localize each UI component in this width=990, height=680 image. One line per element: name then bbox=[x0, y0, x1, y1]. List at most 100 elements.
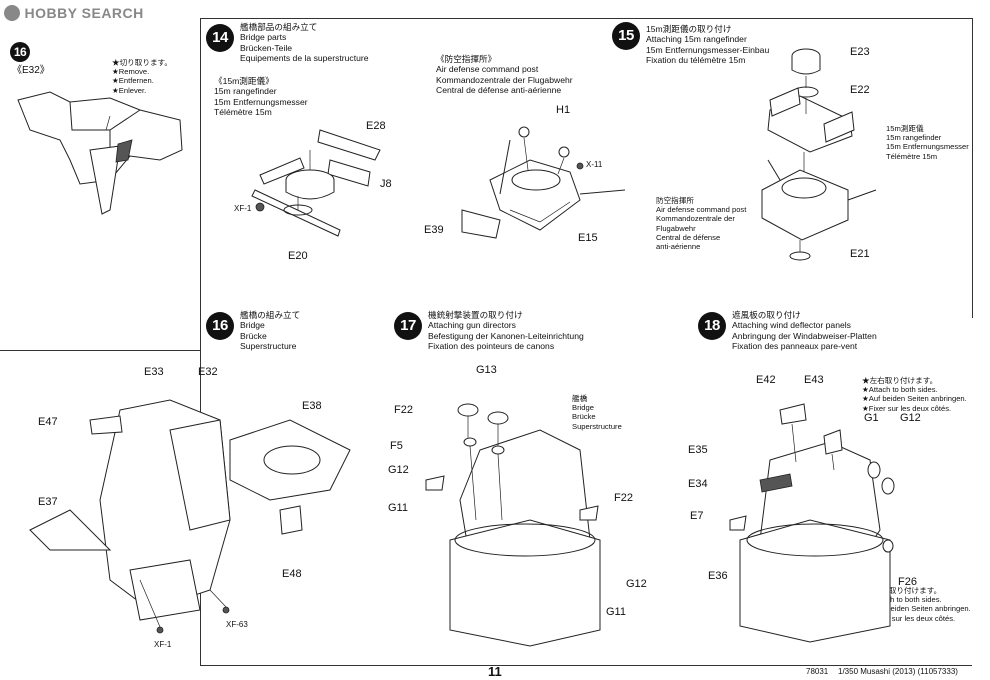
part-e21-label: E21 bbox=[850, 248, 870, 260]
step-16-line: 艦橋の組み立て bbox=[240, 310, 301, 320]
part-x11-label: X-11 bbox=[586, 160, 603, 169]
part-e42-label: E42 bbox=[756, 374, 776, 386]
both-sides-note-line: ★Auf beiden Seiten anbringen. bbox=[866, 604, 971, 614]
bridge-note: 艦橋 Bridge Brücke Superstructure bbox=[572, 394, 622, 431]
adcp-note-line: 防空指揮所 bbox=[656, 196, 694, 205]
step-15-line: Fixation du télémètre 15m bbox=[646, 55, 746, 66]
rangefinder-note-line: 15m測距儀 bbox=[886, 124, 924, 133]
bridge-note-line: Bridge bbox=[572, 403, 594, 413]
part-h1-label: H1 bbox=[556, 104, 571, 116]
both-sides-note-line: ★左右取り付けます。 bbox=[866, 586, 942, 595]
part-xf1-label-16: XF-1 bbox=[154, 640, 172, 649]
adcp-note-line: anti-aérienne bbox=[656, 242, 701, 252]
part-e28-label: E28 bbox=[366, 120, 386, 132]
part-e35-label: E35 bbox=[688, 444, 708, 456]
step-14-line: Bridge parts bbox=[240, 32, 287, 43]
step-15-drawing bbox=[761, 48, 877, 261]
step-17-drawing bbox=[425, 403, 601, 647]
both-sides-note-line: ★Fixer sur les deux côtés. bbox=[866, 613, 956, 623]
rangefinder-note-line: 15m rangefinder bbox=[886, 133, 942, 143]
rangefinder-note: 15m測距儀 15m rangefinder 15m Entfernungsme… bbox=[886, 124, 969, 161]
step-14-line: 艦橋部品の組み立て bbox=[240, 22, 318, 32]
step-15-title: 15m測距儀の取り付け Attaching 15m rangefinder 15… bbox=[646, 24, 769, 66]
step-16-badge: 16 bbox=[206, 312, 234, 340]
bridge-note-line: Brücke bbox=[572, 412, 596, 422]
part-e33-label: E33 bbox=[144, 366, 164, 378]
both-sides-note-bottom: ★左右取り付けます。 ★Attach to both sides. ★Auf b… bbox=[866, 586, 971, 623]
rangefinder-line: 15m rangefinder bbox=[214, 86, 277, 97]
rangefinder-line: Télémètre 15m bbox=[214, 107, 272, 118]
step-16-mini-badge: 16 bbox=[10, 42, 30, 62]
adcp-note-line: Central de défense bbox=[656, 232, 721, 242]
part-e34-label: E34 bbox=[688, 478, 708, 490]
step-18-drawing bbox=[729, 403, 895, 643]
part-g12a-label: G12 bbox=[388, 464, 409, 476]
part-e47-label: E47 bbox=[38, 416, 58, 428]
frame-bottom-line bbox=[200, 665, 972, 666]
footer-code: 78031 bbox=[806, 667, 829, 676]
part-e37-label: E37 bbox=[38, 496, 58, 508]
step-14-badge: 14 bbox=[206, 24, 234, 52]
bridge-note-line: 艦橋 bbox=[572, 394, 588, 403]
part-e43-label: E43 bbox=[804, 374, 824, 386]
step-16-line: Superstructure bbox=[240, 341, 297, 352]
part-f22b-label: F22 bbox=[614, 492, 633, 504]
both-sides-note-line: ★Fixer sur les deux côtés. bbox=[862, 403, 952, 413]
step-18-line: 遮風板の取り付け bbox=[732, 310, 801, 320]
remove-note: ★切り取ります。 ★Remove. ★Entfernen. ★Enlever. bbox=[112, 58, 172, 95]
rangefinder-note-line: 15m Entfernungsmesser bbox=[886, 142, 969, 152]
step-14-line: Equipements de la superstructure bbox=[240, 53, 369, 64]
step-17-line: 機銃射撃装置の取り付け bbox=[428, 310, 523, 320]
part-e48-label: E48 bbox=[282, 568, 302, 580]
step-17-badge: 17 bbox=[394, 312, 422, 340]
part-g11a-label: G11 bbox=[388, 502, 408, 514]
logo-mark-icon bbox=[4, 4, 20, 21]
both-sides-note-line: ★左右取り付けます。 bbox=[862, 376, 938, 385]
both-sides-note-top: ★左右取り付けます。 ★Attach to both sides. ★Auf b… bbox=[862, 376, 967, 413]
part-f5-label: F5 bbox=[390, 440, 403, 452]
part-f22a-label: F22 bbox=[394, 404, 413, 416]
step-18-line: Attaching wind deflector panels bbox=[732, 320, 851, 331]
part-e32-label: E32 bbox=[198, 366, 218, 378]
adcp-title: 《防空指揮所》 Air defense command post Kommand… bbox=[436, 54, 573, 96]
e32-cut-drawing bbox=[17, 91, 183, 215]
adcp-note-line: Flugabwehr bbox=[656, 223, 696, 233]
part-g11b-label: G11 bbox=[606, 606, 626, 618]
frame-top-line bbox=[200, 18, 972, 19]
part-e39-label: E39 bbox=[424, 224, 444, 236]
part-xf1-label: XF-1 bbox=[234, 204, 252, 213]
adcp-line: 《防空指揮所》 bbox=[436, 54, 497, 64]
bridge-note-line: Superstructure bbox=[572, 421, 622, 431]
step-17-line: Attaching gun directors bbox=[428, 320, 516, 331]
logo-text: HOBBY SEARCH bbox=[24, 4, 144, 21]
part-g13-label: G13 bbox=[476, 364, 497, 376]
rangefinder-line: 15m Entfernungsmesser bbox=[214, 96, 308, 107]
step-18-line: Fixation des panneaux pare-vent bbox=[732, 341, 858, 352]
step-16-line: Brücke bbox=[240, 330, 267, 341]
part-e23-label: E23 bbox=[850, 46, 870, 58]
step-16-drawing bbox=[29, 399, 351, 634]
adcp-note-line: Kommandozentrale der bbox=[656, 214, 735, 224]
both-sides-note-line: ★Auf beiden Seiten anbringen. bbox=[862, 394, 967, 404]
rangefinder-note-line: Télémètre 15m bbox=[886, 151, 938, 161]
rangefinder-line: 《15m測距儀》 bbox=[214, 76, 274, 86]
frame-left-line bbox=[200, 18, 201, 666]
adcp-line: Air defense command post bbox=[436, 64, 539, 75]
part-g1-label: G1 bbox=[864, 412, 879, 424]
part-f26-label: F26 bbox=[898, 576, 917, 588]
part-e38-label: E38 bbox=[302, 400, 322, 412]
step-14-drawing bbox=[251, 129, 381, 237]
part-e7-label: E7 bbox=[690, 510, 704, 522]
part-e22-label: E22 bbox=[850, 84, 870, 96]
frame-mid-line bbox=[0, 350, 200, 351]
rangefinder-subtitle: 《15m測距儀》 15m rangefinder 15m Entfernungs… bbox=[214, 76, 308, 118]
remove-note-line: ★切り取ります。 bbox=[112, 58, 172, 67]
part-e20-label: E20 bbox=[288, 250, 308, 262]
step-15-line: 15m測距儀の取り付け bbox=[646, 24, 732, 34]
frame-right-line bbox=[972, 18, 973, 318]
step-18-title: 遮風板の取り付け Attaching wind deflector panels… bbox=[732, 310, 877, 352]
adcp-line: Kommandozentrale der Flugabwehr bbox=[436, 74, 573, 85]
step-17-title: 機銃射撃装置の取り付け Attaching gun directors Befe… bbox=[428, 310, 584, 352]
step-18-line: Anbringung der Windabweiser-Platten bbox=[732, 330, 877, 341]
step-14-line: Brücken-Teile bbox=[240, 42, 293, 53]
